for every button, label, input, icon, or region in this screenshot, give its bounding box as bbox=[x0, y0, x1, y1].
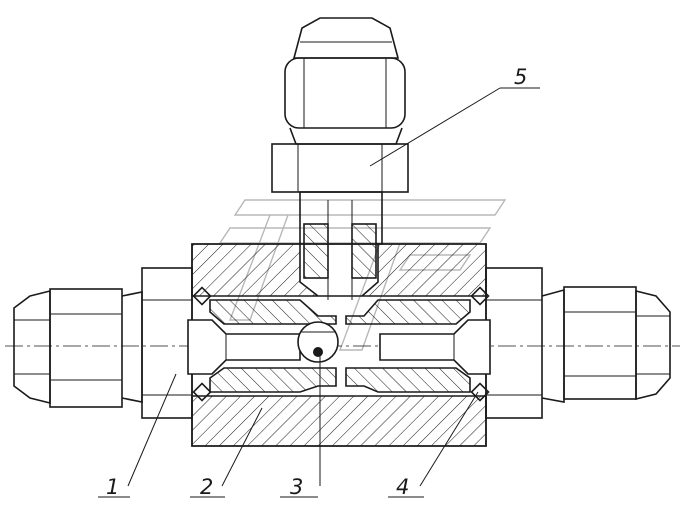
callout-4: 4 bbox=[396, 475, 409, 499]
check-ball bbox=[297, 321, 339, 363]
top-fitting bbox=[271, 17, 409, 300]
callout-3: 3 bbox=[290, 475, 303, 499]
body-housing bbox=[191, 243, 487, 447]
leader-lines bbox=[98, 87, 540, 498]
right-fitting bbox=[485, 267, 671, 419]
callout-2: 2 bbox=[200, 475, 213, 499]
left-fitting bbox=[13, 267, 193, 419]
inner-sleeve bbox=[187, 299, 491, 393]
o-rings bbox=[192, 286, 490, 402]
callout-5: 5 bbox=[514, 65, 527, 89]
callout-1: 1 bbox=[106, 475, 119, 499]
